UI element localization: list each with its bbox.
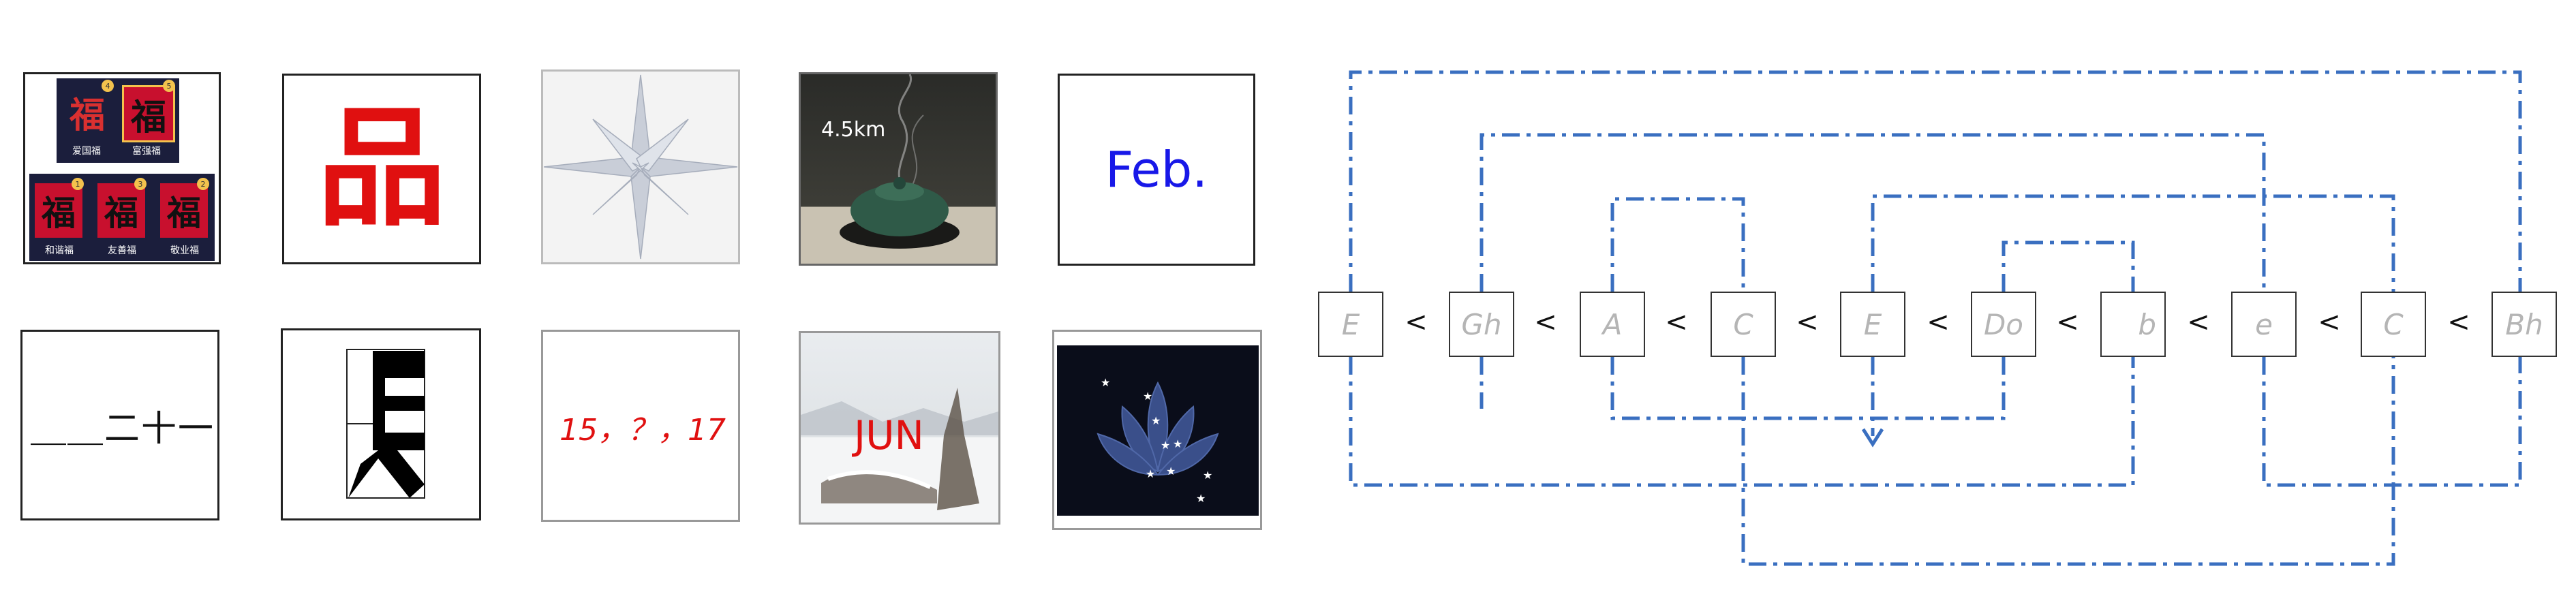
snow-scene-image <box>801 388 998 510</box>
fu-badge: 2 <box>197 178 209 190</box>
fu-badge: 3 <box>134 178 147 190</box>
silver-star-tile <box>541 69 740 264</box>
diagram-node: C <box>1711 292 1776 357</box>
svg-text:★: ★ <box>1203 469 1212 482</box>
month-feb-tile: Feb. <box>1058 74 1255 266</box>
less-than-sign: < <box>2447 307 2470 338</box>
fu-caption: 富强福 <box>132 146 161 157</box>
svg-text:★: ★ <box>1196 492 1206 505</box>
fu-caption: 敬业福 <box>170 245 199 256</box>
diagram-node: Bh <box>2491 292 2557 357</box>
diagram-node: A <box>1580 292 1645 357</box>
incense-burner-image <box>840 74 960 249</box>
less-than-sign: < <box>1665 307 1688 338</box>
svg-text:★: ★ <box>1143 390 1152 403</box>
less-than-sign: < <box>2187 307 2210 338</box>
svg-text:★: ★ <box>1101 376 1110 389</box>
half-character-tile <box>281 328 481 520</box>
half-character-image <box>346 349 425 499</box>
svg-text:★: ★ <box>1173 437 1182 450</box>
svg-text:★: ★ <box>1151 414 1161 427</box>
diagram-node: b <box>2100 292 2166 357</box>
fu-badge: 4 <box>102 80 114 92</box>
pin-character-tile: 品 <box>282 74 481 264</box>
fu-card: 福 <box>97 183 145 238</box>
diagram-node: Gh <box>1449 292 1514 357</box>
number-series-tile: 15，？，17 <box>541 330 740 522</box>
fu-cards-tile: 福 福 4 5 爱国福 富强福 福 福 福 1 3 2 和谐福 友善福 敬业福 <box>23 72 221 264</box>
diagram-node: E <box>1840 292 1905 357</box>
less-than-sign: < <box>1405 307 1428 338</box>
snow-scene-tile: JUN <box>799 331 1000 525</box>
strokes-sequence-text: ＿＿二十一 <box>31 409 215 450</box>
less-than-sign: < <box>1796 307 1819 338</box>
night-sky: ★★★ ★★★ ★★★ <box>1057 345 1259 516</box>
lotus-constellation-image: ★★★ ★★★ ★★★ <box>1097 376 1219 505</box>
less-than-sign: < <box>1927 307 1950 338</box>
fu-bottom-panel: 福 福 福 1 3 2 和谐福 友善福 敬业福 <box>29 174 215 261</box>
diagram-node: C <box>2361 292 2426 357</box>
fu-top-panel: 福 福 4 5 爱国福 富强福 <box>57 78 179 163</box>
fu-card: 福 <box>35 183 82 238</box>
diagram-node: E <box>1318 292 1383 357</box>
less-than-sign: < <box>2056 307 2079 338</box>
month-feb-text: Feb. <box>1105 141 1208 198</box>
fu-card: 福 <box>122 85 175 142</box>
less-than-sign: < <box>2318 307 2341 338</box>
fu-badge: 1 <box>72 178 84 190</box>
fu-caption: 友善福 <box>108 245 136 256</box>
diagram-node: e <box>2231 292 2297 357</box>
distance-label: 4.5km <box>821 118 886 142</box>
fu-card: 福 <box>160 183 208 238</box>
strokes-sequence-tile: ＿＿二十一 <box>20 330 219 520</box>
less-than-sign: < <box>1534 307 1557 338</box>
svg-text:★: ★ <box>1161 439 1170 452</box>
silver-star-image <box>543 74 738 260</box>
fu-caption: 和谐福 <box>45 245 74 256</box>
pin-character: 品 <box>316 93 446 244</box>
diagram-node: Do <box>1971 292 2036 357</box>
fu-caption: 爱国福 <box>72 146 101 157</box>
incense-burner-tile: 4.5km <box>799 72 998 266</box>
svg-text:★: ★ <box>1146 467 1155 480</box>
fu-badge: 5 <box>163 80 175 92</box>
svg-text:★: ★ <box>1166 465 1176 478</box>
number-series-text: 15，？，17 <box>559 413 726 448</box>
month-jun-text: JUN <box>854 412 924 458</box>
lotus-constellation-tile: ★★★ ★★★ ★★★ <box>1052 330 1262 530</box>
fu-card: 福 <box>63 85 111 138</box>
